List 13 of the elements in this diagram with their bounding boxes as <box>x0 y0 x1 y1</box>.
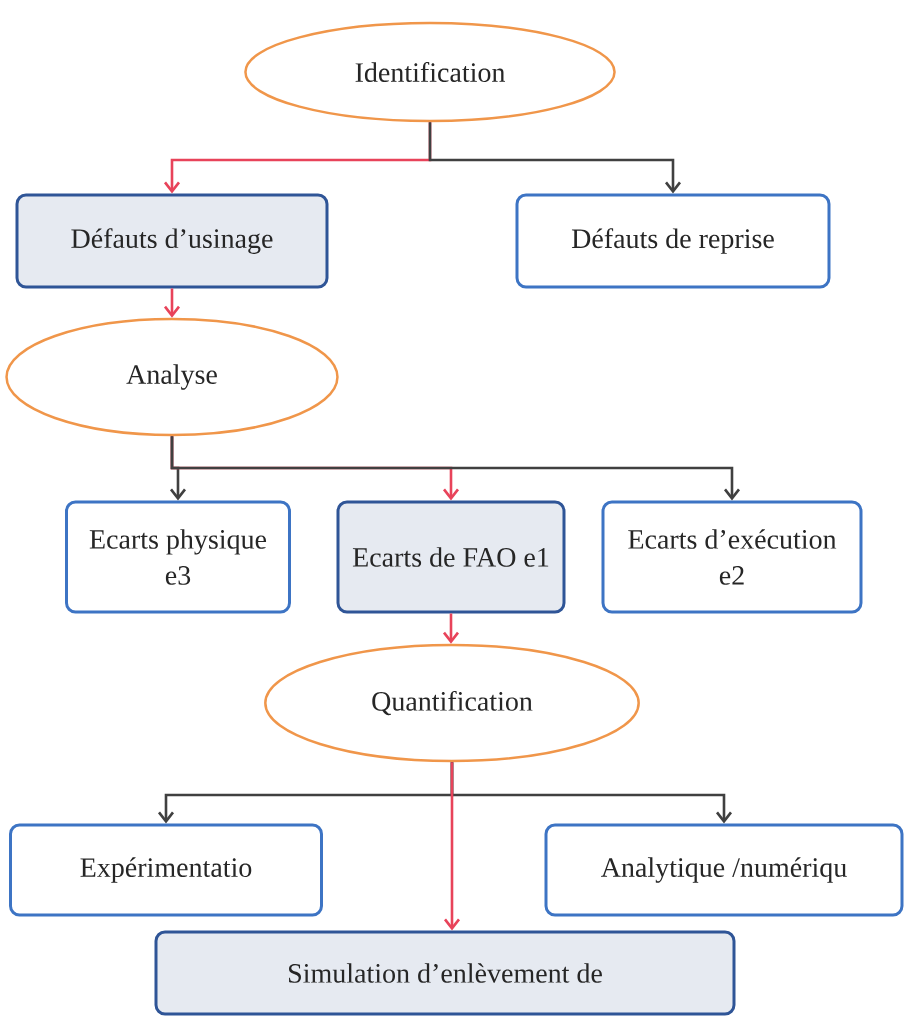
process-box: Ecarts de FAO e1 <box>336 500 566 614</box>
process-box: Ecarts physique e3 <box>65 500 291 614</box>
arrow <box>163 288 181 318</box>
process-box: Expérimentatio <box>9 823 323 917</box>
process-box: Simulation d’enlèvement de <box>154 930 736 1016</box>
process-box: Analytique /numériqu <box>544 823 904 917</box>
process-box: Défauts d’usinage <box>15 193 329 289</box>
arrow <box>442 613 460 644</box>
process-box: Défauts de reprise <box>515 193 831 289</box>
process-box: Ecarts d’exécution e2 <box>601 500 863 614</box>
arrow <box>170 436 741 501</box>
arrow <box>443 762 461 931</box>
arrow <box>428 122 682 194</box>
